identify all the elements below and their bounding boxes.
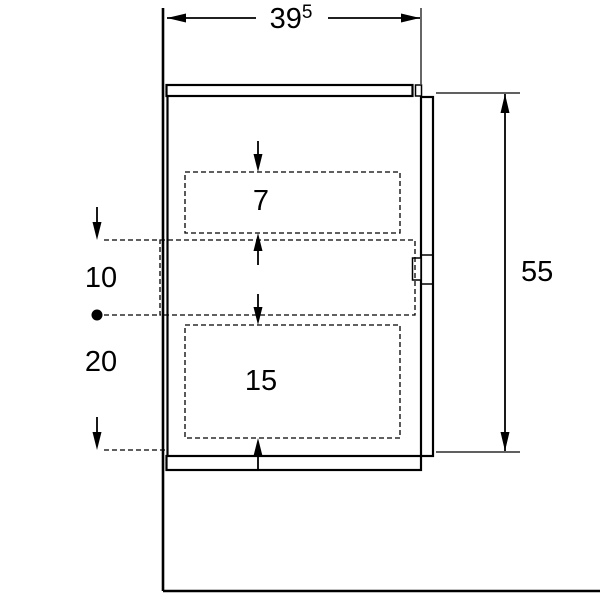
middle-drawer-dashed-outline [159,239,416,316]
cabinet-front-panel [419,95,435,458]
height-arrow-bottom [500,432,510,451]
inner-top-label: 7 [253,185,269,217]
cabinet-bottom-panel [165,454,423,472]
width-arrow-right [401,13,420,23]
inner-top-down-arrow [253,154,263,172]
inner-bottom-up-arrow [253,438,263,456]
top-drawer-dashed-outline [184,171,401,234]
width-dimension: 395 [167,2,422,84]
height-dimension: 55 [436,92,553,453]
cabinet-top-panel [165,83,414,98]
left-dimension-chain: 10 20 [85,207,117,450]
height-label: 55 [521,256,553,288]
left-upper-label: 10 [85,262,117,294]
inner-top-up-arrow [253,233,263,251]
reference-point-dot [91,309,103,321]
left-lower-label: 20 [85,346,117,378]
cabinet-outline [165,83,435,472]
wall-and-floor [161,8,600,593]
cabinet-top-front-edge [414,84,423,97]
drawer-outlines [104,171,416,451]
inner-bottom-label: 15 [245,365,277,397]
left-lower-arrow [92,432,102,450]
width-label: 395 [270,2,313,35]
left-upper-arrow [92,222,102,240]
bottom-drawer-dashed-outline [184,324,401,439]
handle-detail [411,257,422,281]
width-arrow-left [167,13,186,23]
inner-dimensions: 7 15 [245,141,277,469]
height-arrow-top [500,94,510,113]
inner-bottom-down-arrow [253,307,263,325]
width-label-main: 39 [270,3,302,35]
width-label-superscript: 5 [302,2,313,23]
width-label-mask [256,3,328,33]
